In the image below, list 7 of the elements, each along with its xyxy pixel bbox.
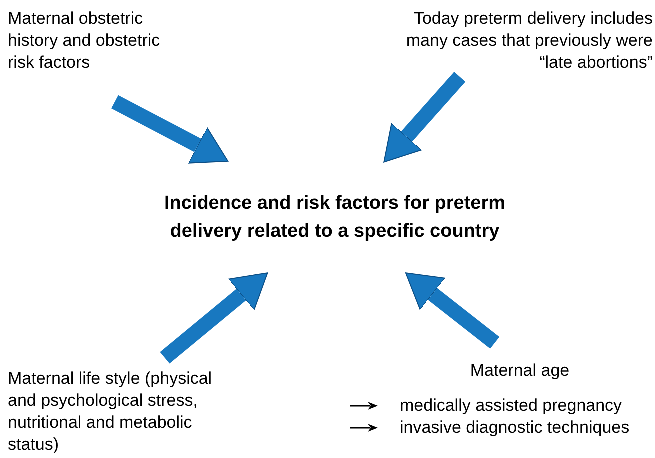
factor-text: Maternal obstetric history and obstetric risk factors [8,8,162,74]
note-text: invasive diagnostic techniques [400,417,630,439]
note-text: medically assisted pregnancy [400,395,622,417]
title-text: Incidence and risk factors for preterm delivery related to a specific country [163,192,507,244]
factor-text: Maternal life style (physical and psychological stress, nutritional and metabolic status) [8,368,214,456]
factor-text: Maternal age [470,360,570,382]
factor-text: Today preterm delivery includes many cases that previously were “late abortions” [405,8,653,74]
